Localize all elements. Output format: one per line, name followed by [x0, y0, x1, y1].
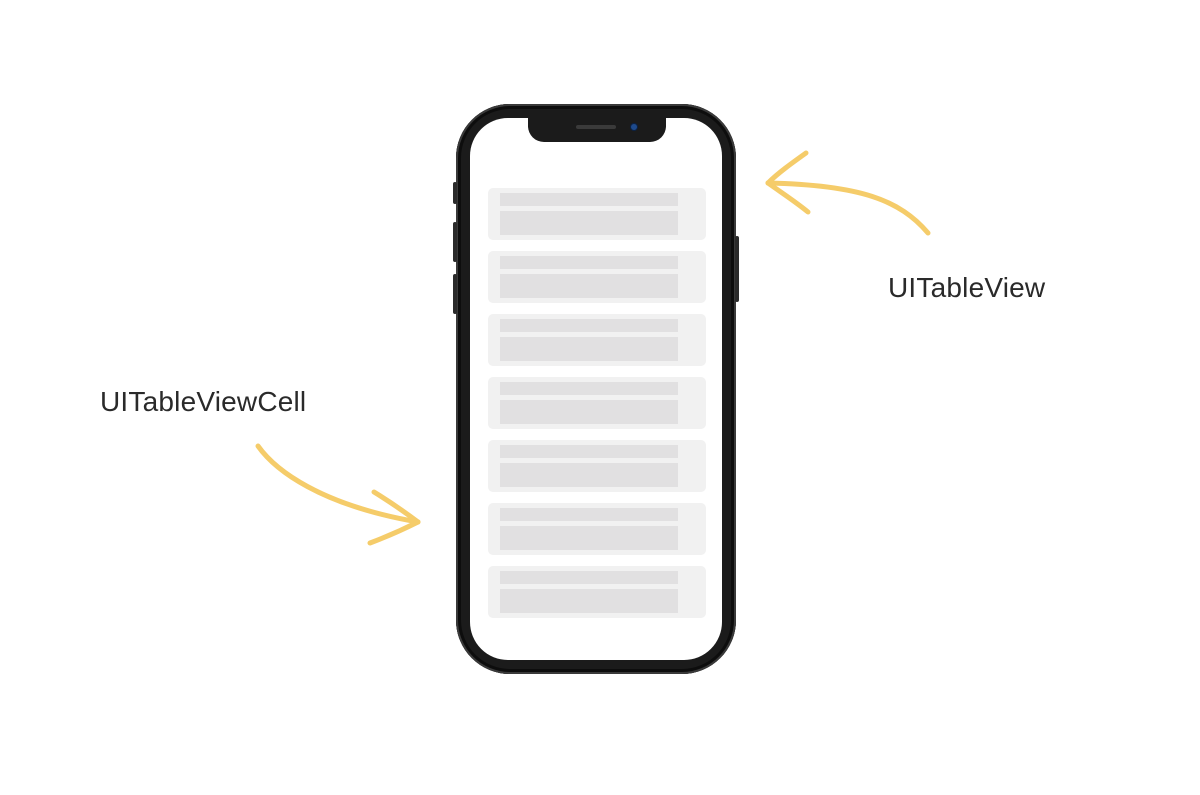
table-view-cell[interactable] — [488, 440, 706, 492]
arrow-to-uitableview — [765, 150, 931, 236]
silent-switch — [453, 182, 457, 204]
table-view — [488, 188, 706, 629]
cell-body-placeholder — [500, 463, 678, 487]
cell-title-placeholder — [500, 445, 678, 458]
cell-title-placeholder — [500, 193, 678, 206]
cell-title-placeholder — [500, 319, 678, 332]
volume-up-button — [453, 222, 457, 262]
table-view-cell[interactable] — [488, 503, 706, 555]
table-view-cell[interactable] — [488, 314, 706, 366]
cell-body-placeholder — [500, 589, 678, 613]
table-view-cell[interactable] — [488, 188, 706, 240]
table-view-cell[interactable] — [488, 377, 706, 429]
phone-screen — [470, 118, 722, 660]
cell-body-placeholder — [500, 211, 678, 235]
uitableview-label: UITableView — [888, 272, 1046, 303]
power-button — [735, 236, 739, 302]
table-view-cell[interactable] — [488, 566, 706, 618]
cell-body-placeholder — [500, 337, 678, 361]
uitableviewcell-label: UITableViewCell — [100, 386, 307, 417]
speaker-grille — [576, 125, 616, 129]
cell-body-placeholder — [500, 274, 678, 298]
cell-body-placeholder — [500, 526, 678, 550]
cell-title-placeholder — [500, 382, 678, 395]
volume-down-button — [453, 274, 457, 314]
table-view-cell[interactable] — [488, 251, 706, 303]
front-camera-icon — [631, 124, 637, 130]
arrow-to-uitableviewcell — [255, 443, 421, 546]
notch — [528, 118, 666, 142]
cell-body-placeholder — [500, 400, 678, 424]
iphone-frame — [453, 104, 739, 674]
cell-title-placeholder — [500, 571, 678, 584]
cell-title-placeholder — [500, 508, 678, 521]
cell-title-placeholder — [500, 256, 678, 269]
